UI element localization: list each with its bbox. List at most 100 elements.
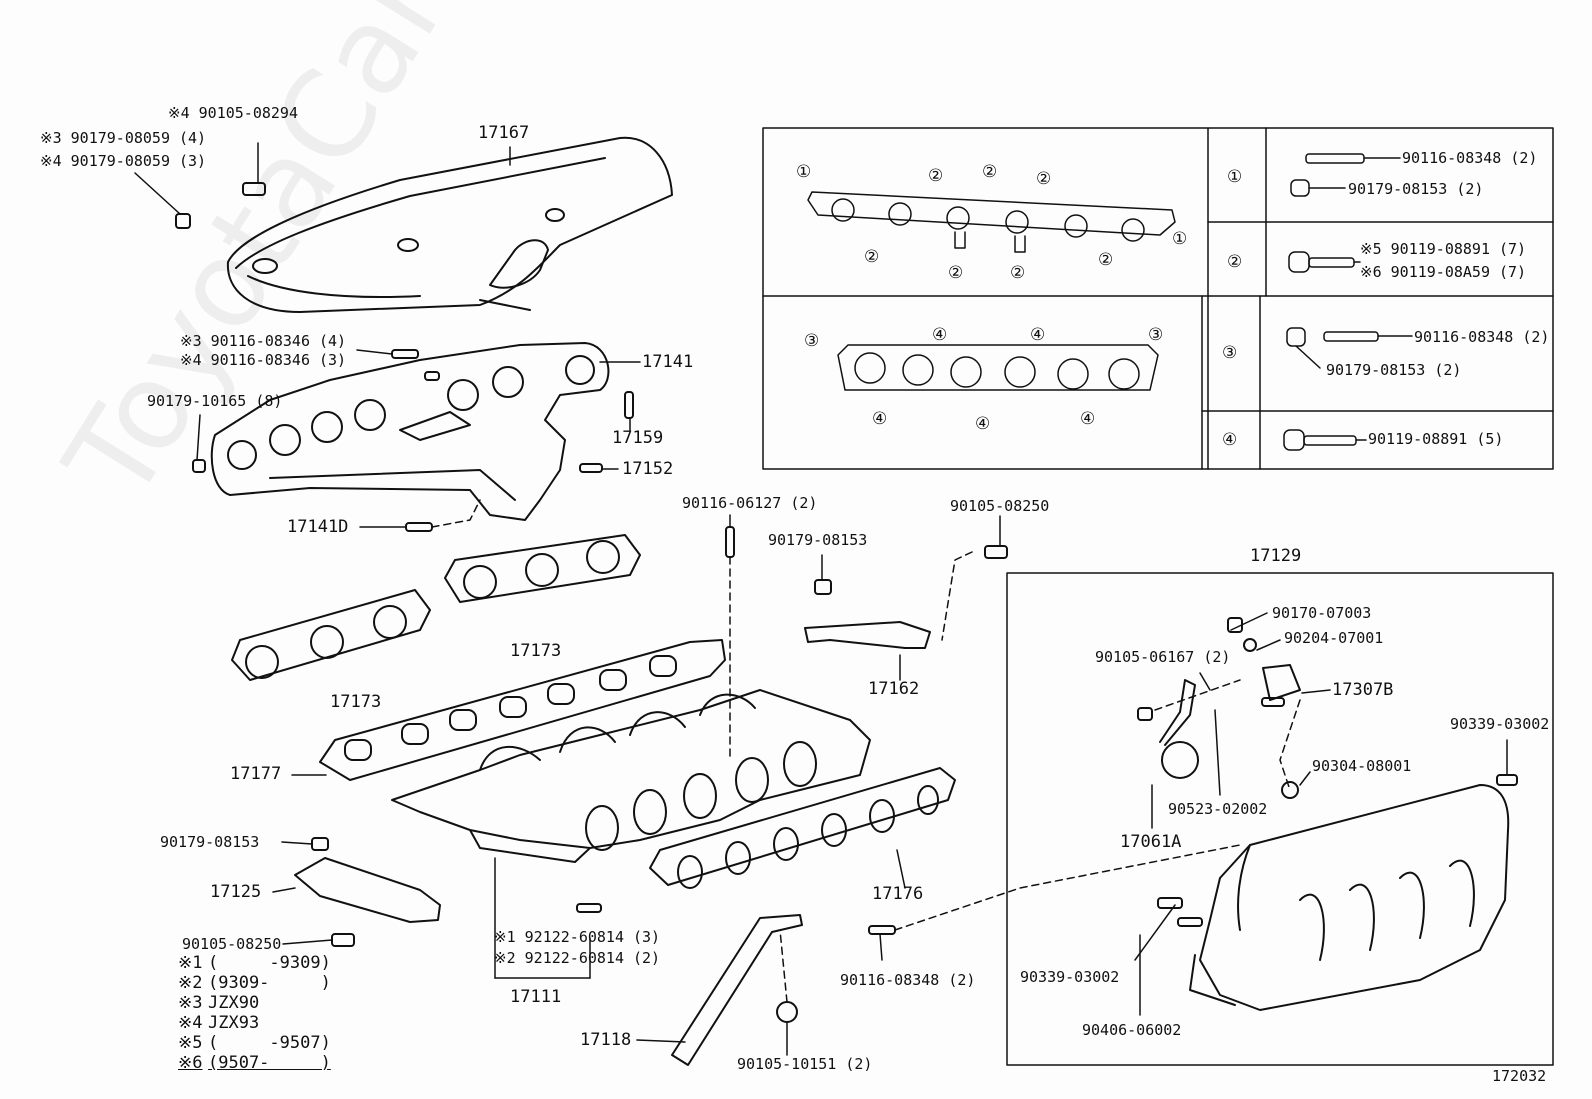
legend-text-1: ( -9309) [208,953,331,973]
label-17061A: 17061A [1120,832,1182,852]
gasket-mark-2-f: ② [1010,263,1026,283]
label-90179-08153-top: 90179-08153 [768,531,868,549]
table-row1-item2: 90179-08153 (2) [1348,180,1484,198]
gasket-mark-3-a: ③ [804,331,820,351]
label-17141: 17141 [642,352,694,372]
gasket-mark-2-e: ② [948,263,964,283]
label-90105-06167: 90105-06167 (2) [1095,648,1231,666]
table-row2-item1: ※5 90119-08891 (7) [1360,240,1527,258]
label-90339-03002-right: 90339-03002 [1450,715,1550,733]
actuator-drawing [1137,617,1301,799]
legend-text-3: JZX90 [208,993,260,1013]
legend-mark-3: ※3 [178,993,203,1013]
label-90179-08153-left: 90179-08153 [160,833,260,851]
gasket-mark-2-b: ② [982,162,998,182]
label-90116-08346-jzx93: ※4 90116-08346 (3) [180,351,347,369]
gasket-mark-3-b: ③ [1148,325,1164,345]
label-17141D: 17141D [287,517,349,537]
label-17173-right: 17173 [510,641,562,661]
gasket-mark-4-d: ④ [975,414,991,434]
legend-mark-1: ※1 [178,953,203,973]
gasket-mark-4-c: ④ [872,409,888,429]
table-gasket-top-drawing [807,191,1176,253]
legend-text-6: (9507- ) [208,1053,331,1073]
gasket-mark-1-a: ① [796,162,812,182]
gasket-17177-drawing [319,639,726,781]
legend-text-2: (9309- ) [208,973,331,993]
legend-mark-6: ※6 [178,1053,203,1073]
legend-text-5: ( -9507) [208,1033,331,1053]
table-row3-item1: 90116-08348 (2) [1414,328,1550,346]
gasket-mark-2-d: ② [864,247,880,267]
stay-17125-drawing [294,857,441,923]
label-17159: 17159 [612,428,664,448]
label-92122-60814-early: ※1 92122-60814 (3) [494,928,661,946]
subassembly-frame [1006,572,1554,1066]
label-17111: 17111 [510,987,562,1007]
gasket-mark-4-e: ④ [1080,409,1096,429]
label-17125: 17125 [210,882,262,902]
table-row2-item2: ※6 90119-08A59 (7) [1360,263,1527,281]
label-90179-08059-jzx90: ※3 90179-08059 (4) [40,129,207,147]
label-92122-60814-late: ※2 92122-60814 (2) [494,949,661,967]
table-key-3: ③ [1222,343,1238,363]
table-row4-item1: 90119-08891 (5) [1368,430,1504,448]
table-gasket-bottom-drawing [837,344,1159,391]
gasket-17173-left-drawing [231,589,431,681]
intake-chamber-drawing [1157,784,1510,1011]
table-row1-item1: 90116-08348 (2) [1402,149,1538,167]
label-90105-08250-top: 90105-08250 [950,497,1050,515]
label-17307B: 17307B [1332,680,1394,700]
gasket-mark-2-g: ② [1098,250,1114,270]
dashed-leaders [431,499,1301,1003]
label-90523-02002: 90523-02002 [1168,800,1268,818]
label-90116-06127: 90116-06127 (2) [682,494,818,512]
stay-17118-drawing [671,914,803,1066]
gasket-mark-4-a: ④ [932,325,948,345]
exhaust-manifold-drawing [210,342,610,521]
gasket-17173-right-drawing [444,534,641,603]
table-key-4: ④ [1222,430,1238,450]
gasket-mark-2-a: ② [928,166,944,186]
gasket-17176-drawing [649,767,956,889]
label-90116-08346-jzx90: ※3 90116-08346 (4) [180,332,347,350]
label-90179-10165: 90179-10165 (8) [147,392,283,410]
stay-17162-drawing [804,621,931,649]
label-17152: 17152 [622,459,674,479]
legend-text-4: JZX93 [208,1013,260,1033]
table-row3-item2: 90179-08153 (2) [1326,361,1462,379]
label-90339-03002-left: 90339-03002 [1020,968,1120,986]
legend-mark-4: ※4 [178,1013,203,1033]
table-key-1: ① [1227,167,1243,187]
label-90105-08250-left: 90105-08250 [182,935,282,953]
label-17173-left: 17173 [330,692,382,712]
label-17118: 17118 [580,1030,632,1050]
gasket-mark-2-c: ② [1036,169,1052,189]
table-key-2: ② [1227,252,1243,272]
fastener-table-frame [762,127,1554,470]
diagram-number: 172032 [1492,1067,1547,1085]
label-90179-08059-jzx93: ※4 90179-08059 (3) [40,152,207,170]
table-fastener-icons [1283,153,1413,451]
label-90116-08348-bottom: 90116-08348 (2) [840,971,976,989]
label-90406-06002: 90406-06002 [1082,1021,1182,1039]
label-90105-08294: ※4 90105-08294 [168,104,298,122]
label-17176: 17176 [872,884,924,904]
label-17177: 17177 [230,764,282,784]
label-17162: 17162 [868,679,920,699]
label-90105-10151: 90105-10151 (2) [737,1055,873,1073]
label-90170-07003: 90170-07003 [1272,604,1372,622]
legend-mark-5: ※5 [178,1033,203,1053]
label-17167: 17167 [478,123,530,143]
intake-manifold-drawing [391,689,871,863]
legend-mark-2: ※2 [178,973,203,993]
label-17129: 17129 [1250,546,1302,566]
label-90304-08001: 90304-08001 [1312,757,1412,775]
label-90204-07001: 90204-07001 [1284,629,1384,647]
heat-insulator-drawing [226,136,673,313]
gasket-mark-4-b: ④ [1030,325,1046,345]
gasket-mark-1-b: ① [1172,229,1188,249]
leader-lines [134,142,1508,1056]
